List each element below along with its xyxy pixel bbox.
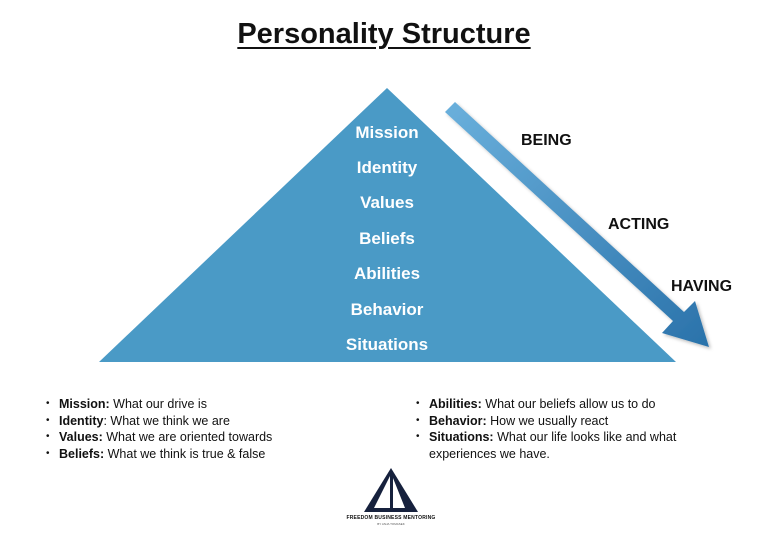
definition-mission: Mission: What our drive is [46,396,386,413]
level-values: Values [360,193,414,212]
definition-values: Values: What we are oriented towards [46,429,386,446]
level-abilities: Abilities [354,264,420,283]
level-beliefs: Beliefs [359,229,415,248]
stage-having: HAVING [671,278,732,295]
sailboat-triangle-icon [364,468,418,512]
level-identity: Identity [357,158,418,177]
arrow-icon [445,102,709,347]
brand-logo: FREEDOM BUSINESS MENTORING BY ANJA TOMAS… [344,466,438,528]
definitions-left: Mission: What our drive is Identity: Wha… [46,396,386,462]
definition-abilities: Abilities: What our beliefs allow us to … [416,396,746,413]
logo-name: FREEDOM BUSINESS MENTORING [346,515,436,521]
definition-identity: Identity: What we think we are [46,413,386,430]
definition-beliefs: Beliefs: What we think is true & false [46,446,386,463]
definition-behavior: Behavior: How we usually react [416,413,746,430]
stage-being: BEING [521,132,572,149]
definition-situations: Situations: What our life looks like and… [416,429,746,462]
level-situations: Situations [346,335,428,354]
logo-tagline: BY ANJA TOMASEK [377,522,405,526]
down-arrow [445,102,709,347]
level-mission: Mission [355,123,418,142]
pyramid-shape [99,88,676,362]
stage-acting: ACTING [608,216,669,233]
page-title: Personality Structure [237,18,531,50]
pyramid-levels: Mission Identity Values Beliefs Abilitie… [346,123,428,354]
level-behavior: Behavior [351,300,424,319]
definitions-right: Abilities: What our beliefs allow us to … [416,396,746,462]
